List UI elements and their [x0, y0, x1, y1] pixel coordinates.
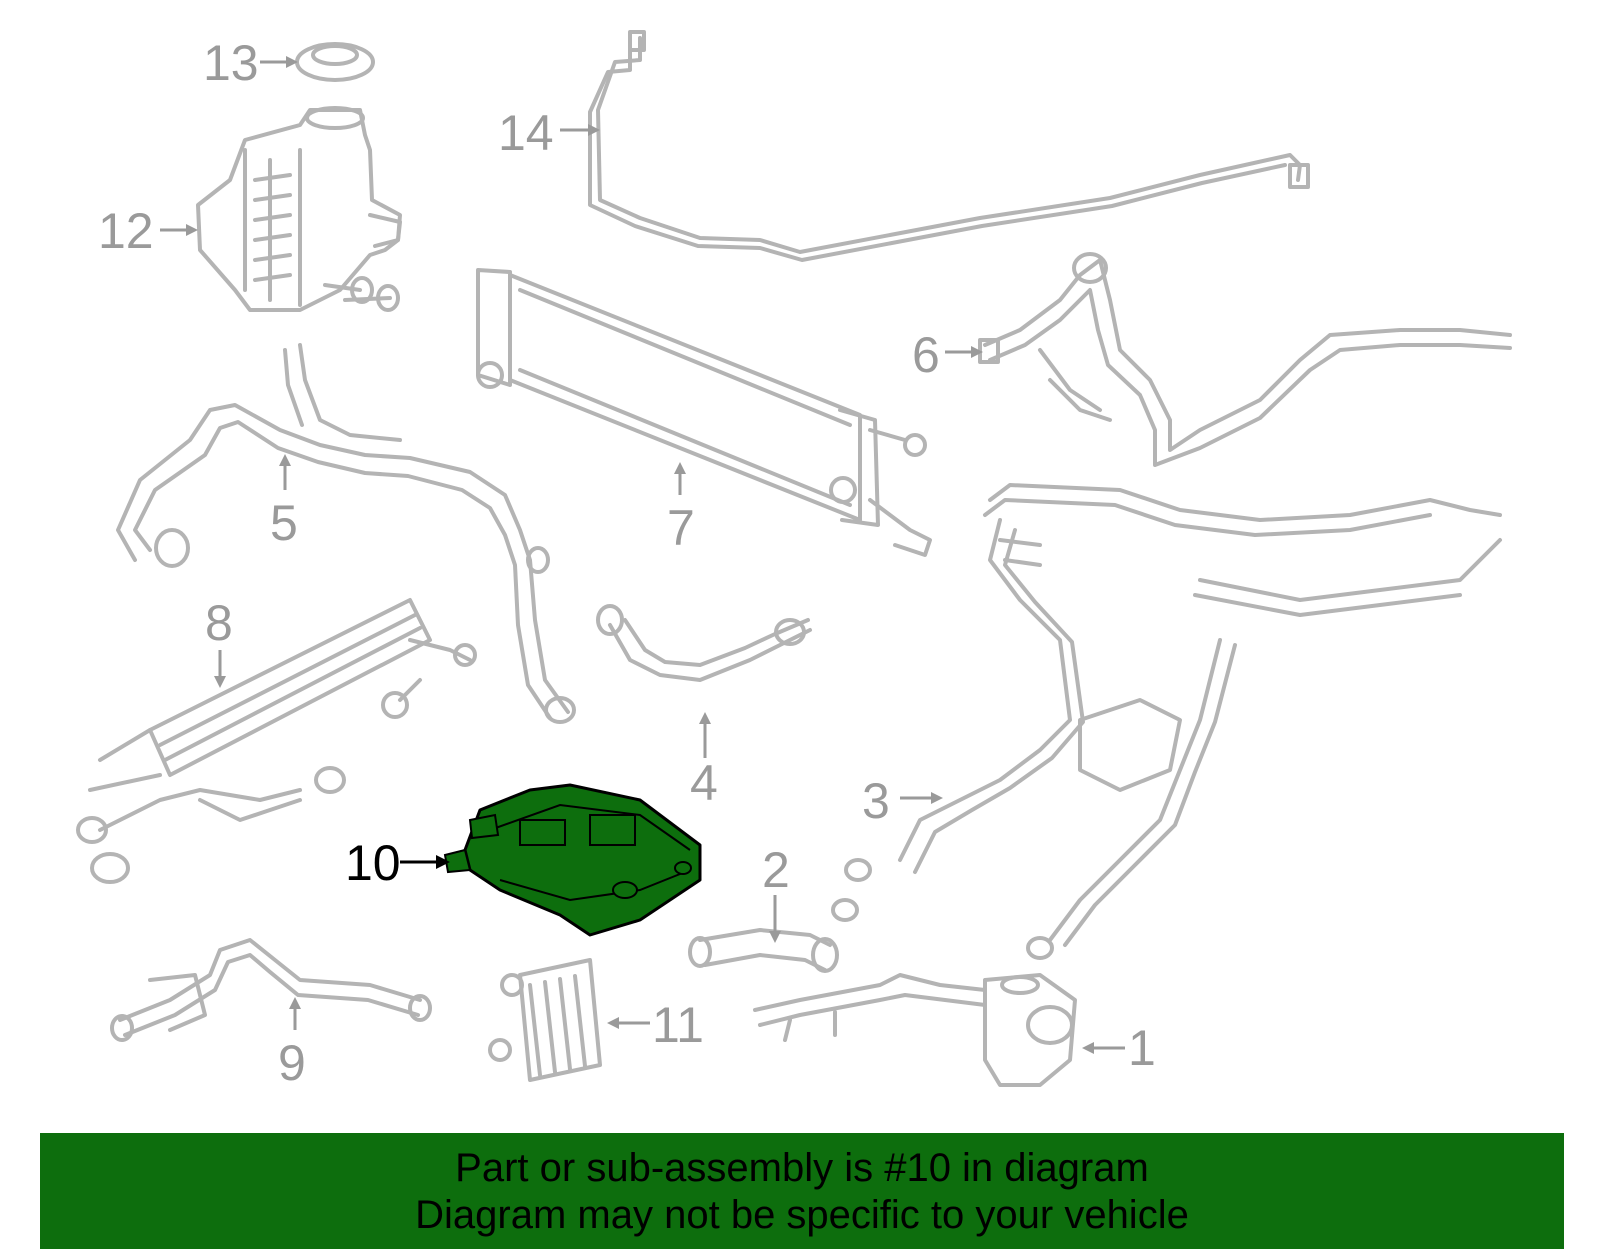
part-12-reservoir[interactable]	[196, 106, 402, 312]
callout-10: 10	[345, 835, 401, 891]
callout-5: 5	[270, 495, 298, 551]
part-1-pump[interactable]	[753, 973, 1077, 1087]
part-6-hose[interactable]	[978, 252, 1512, 467]
callout-14: 14	[498, 105, 554, 161]
part-2-hose[interactable]	[688, 928, 839, 973]
callout-arrows	[160, 56, 1125, 1054]
callout-1: 1	[1128, 1020, 1156, 1076]
part-4-hose[interactable]	[596, 604, 812, 682]
callout-2: 2	[762, 842, 790, 898]
part-13-cap[interactable]	[295, 42, 375, 82]
callout-13: 13	[203, 35, 259, 91]
part-10-highlighted[interactable]	[443, 783, 702, 937]
part-5-hose[interactable]	[116, 343, 576, 724]
callout-4: 4	[690, 755, 718, 811]
part-11-cooler[interactable]	[488, 958, 602, 1082]
callout-7: 7	[667, 500, 695, 556]
banner-line-1: Part or sub-assembly is #10 in diagram	[455, 1146, 1149, 1190]
part-7-radiator[interactable]	[476, 268, 932, 557]
info-banner: Part or sub-assembly is #10 in diagram D…	[40, 1133, 1564, 1249]
part-8-manifold[interactable]	[76, 598, 477, 884]
callout-3: 3	[862, 773, 890, 829]
part-14-tube[interactable]	[588, 30, 1310, 262]
banner-line-2: Diagram may not be specific to your vehi…	[415, 1193, 1189, 1237]
callout-9: 9	[278, 1035, 306, 1091]
callout-8: 8	[205, 595, 233, 651]
part-3-hose-assembly[interactable]	[831, 483, 1502, 960]
part-9-tube[interactable]	[110, 938, 432, 1042]
parts-diagram: 1 2 3 4 5 6 7 8 9 10 11 12 13 14	[76, 30, 1512, 1091]
callout-12: 12	[98, 203, 154, 259]
callout-6: 6	[912, 327, 940, 383]
callout-11: 11	[652, 997, 704, 1053]
